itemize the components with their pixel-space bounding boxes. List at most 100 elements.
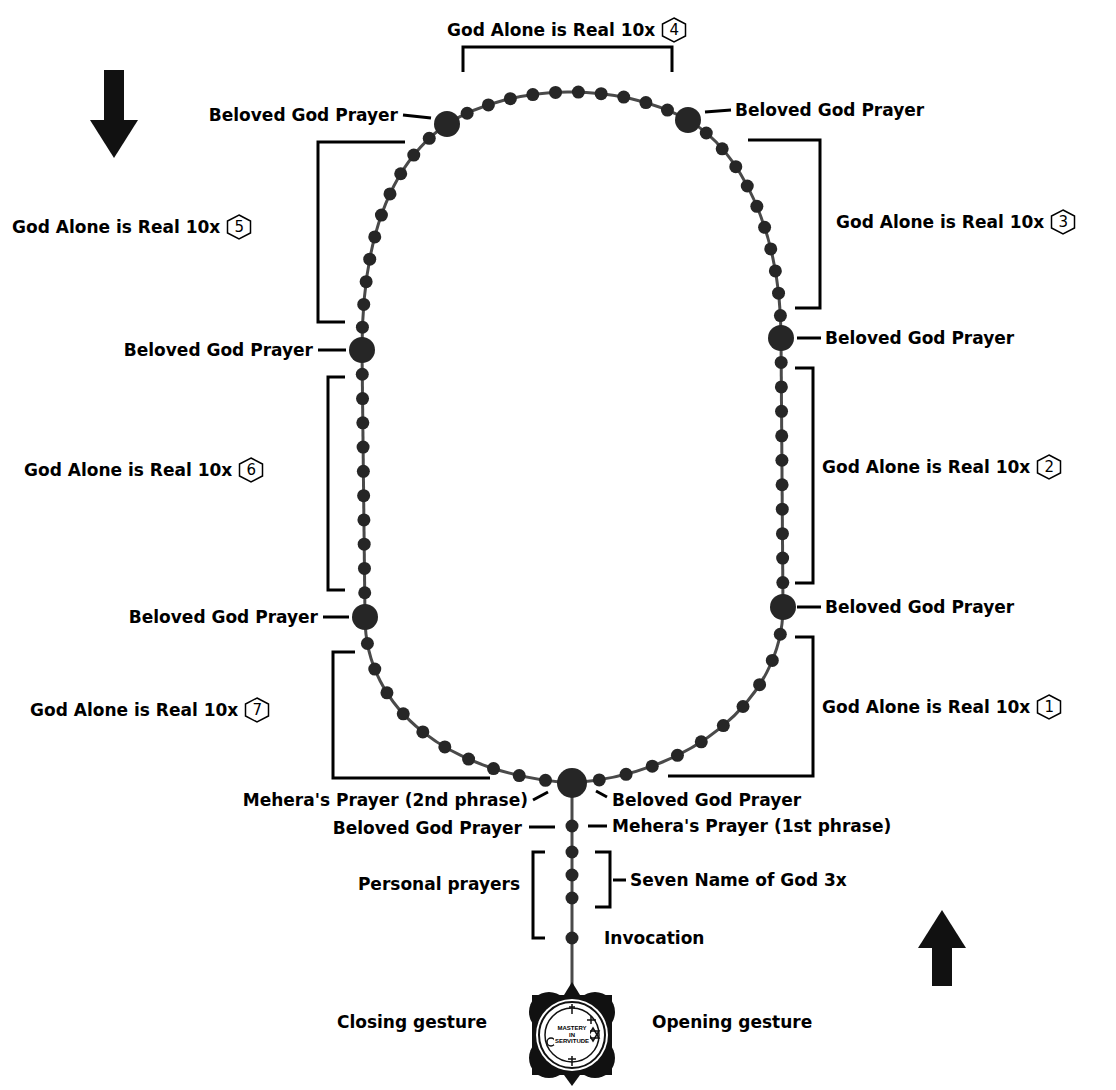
callout-number: 3	[1050, 209, 1076, 235]
callout-number: 2	[1036, 454, 1062, 480]
small-bead	[438, 740, 451, 753]
callout-number: 4	[661, 17, 687, 43]
small-bead	[750, 200, 763, 213]
small-bead	[717, 719, 730, 732]
bead-label: Opening gesture	[652, 1012, 812, 1032]
large-bead	[675, 107, 701, 133]
bead-label: Beloved God Prayer	[825, 597, 1014, 617]
small-bead	[357, 489, 370, 502]
bead-label: Closing gesture	[337, 1012, 487, 1032]
small-bead	[758, 221, 771, 234]
small-bead	[360, 275, 373, 288]
small-bead	[774, 309, 787, 322]
small-bead	[617, 91, 630, 104]
small-bead	[700, 126, 713, 139]
small-bead	[423, 132, 436, 145]
small-bead	[357, 465, 370, 478]
small-bead	[775, 405, 788, 418]
small-bead	[716, 142, 729, 155]
small-bead	[774, 628, 787, 641]
small-bead	[357, 441, 370, 454]
leader-lines	[318, 110, 821, 880]
small-bead	[775, 356, 788, 369]
small-bead	[526, 88, 539, 101]
small-bead	[737, 700, 750, 713]
small-bead	[729, 160, 742, 173]
bead-label: Beloved God Prayer	[209, 105, 398, 125]
small-bead	[776, 478, 789, 491]
small-bead	[504, 92, 517, 105]
callout-number: 5	[226, 214, 252, 240]
small-bead	[356, 321, 369, 334]
small-bead	[646, 760, 659, 773]
small-bead	[766, 654, 779, 667]
callout-hexagon: 5	[226, 214, 252, 240]
bead-label: Mehera's Prayer (1st phrase)	[612, 816, 891, 836]
small-bead	[776, 552, 789, 565]
small-bead	[661, 104, 674, 117]
small-bead	[368, 663, 381, 676]
bead-label: Beloved God Prayer	[612, 790, 801, 810]
small-bead	[620, 768, 633, 781]
motto-text: MASTERY IN SERVITUDE	[554, 1025, 590, 1046]
bead-label: Beloved God Prayer	[825, 328, 1014, 348]
small-bead	[357, 513, 370, 526]
small-bead	[368, 230, 381, 243]
callout-hexagon: 6	[238, 457, 264, 483]
small-bead	[776, 576, 789, 589]
small-bead	[753, 678, 766, 691]
bead-label: Invocation	[604, 928, 704, 948]
callout-hexagon: 4	[661, 17, 687, 43]
bead-label: God Alone is Real 10x	[836, 212, 1044, 232]
small-bead	[595, 87, 608, 100]
small-bead	[572, 86, 585, 99]
small-bead	[462, 753, 475, 766]
small-bead	[482, 98, 495, 111]
small-bead	[775, 429, 788, 442]
small-bead	[358, 538, 371, 551]
callout-hexagon: 2	[1036, 454, 1062, 480]
small-bead	[772, 287, 785, 300]
callout-number: 6	[238, 457, 264, 483]
small-bead	[593, 773, 606, 786]
small-bead	[358, 562, 371, 575]
callout-hexagon: 3	[1050, 209, 1076, 235]
small-bead	[416, 725, 429, 738]
direction-arrows	[90, 70, 966, 986]
bead-label: Beloved God Prayer	[129, 607, 318, 627]
large-bead	[770, 594, 796, 620]
small-bead	[394, 167, 407, 180]
small-bead	[741, 179, 754, 192]
large-bead	[349, 337, 375, 363]
small-bead	[375, 209, 388, 222]
callout-hexagon: 1	[1036, 694, 1062, 720]
small-bead	[380, 686, 393, 699]
small-bead	[639, 96, 652, 109]
small-bead	[361, 637, 374, 650]
stem-beads	[566, 820, 579, 945]
small-bead	[513, 769, 526, 782]
small-bead	[356, 368, 369, 381]
small-bead	[356, 392, 369, 405]
bead-label: God Alone is Real 10x	[24, 460, 232, 480]
small-bead	[356, 416, 369, 429]
small-bead	[764, 242, 777, 255]
callout-hexagon: 7	[244, 697, 270, 723]
callout-number: 1	[1036, 694, 1062, 720]
bead-label: God Alone is Real 10x	[30, 700, 238, 720]
small-bead	[539, 774, 552, 787]
small-bead	[397, 707, 410, 720]
bead-label: God Alone is Real 10x	[12, 217, 220, 237]
medallion	[529, 982, 615, 1086]
bead-label: God Alone is Real 10x	[822, 697, 1030, 717]
small-bead	[776, 503, 789, 516]
bead-label: Beloved God Prayer	[735, 100, 924, 120]
callout-number: 7	[244, 697, 270, 723]
bead-label: God Alone is Real 10x	[822, 457, 1030, 477]
small-bead	[487, 762, 500, 775]
small-bead	[769, 264, 782, 277]
bead-label: God Alone is Real 10x	[447, 20, 655, 40]
small-bead	[363, 253, 376, 266]
bead-label: Seven Name of God 3x	[630, 870, 847, 890]
